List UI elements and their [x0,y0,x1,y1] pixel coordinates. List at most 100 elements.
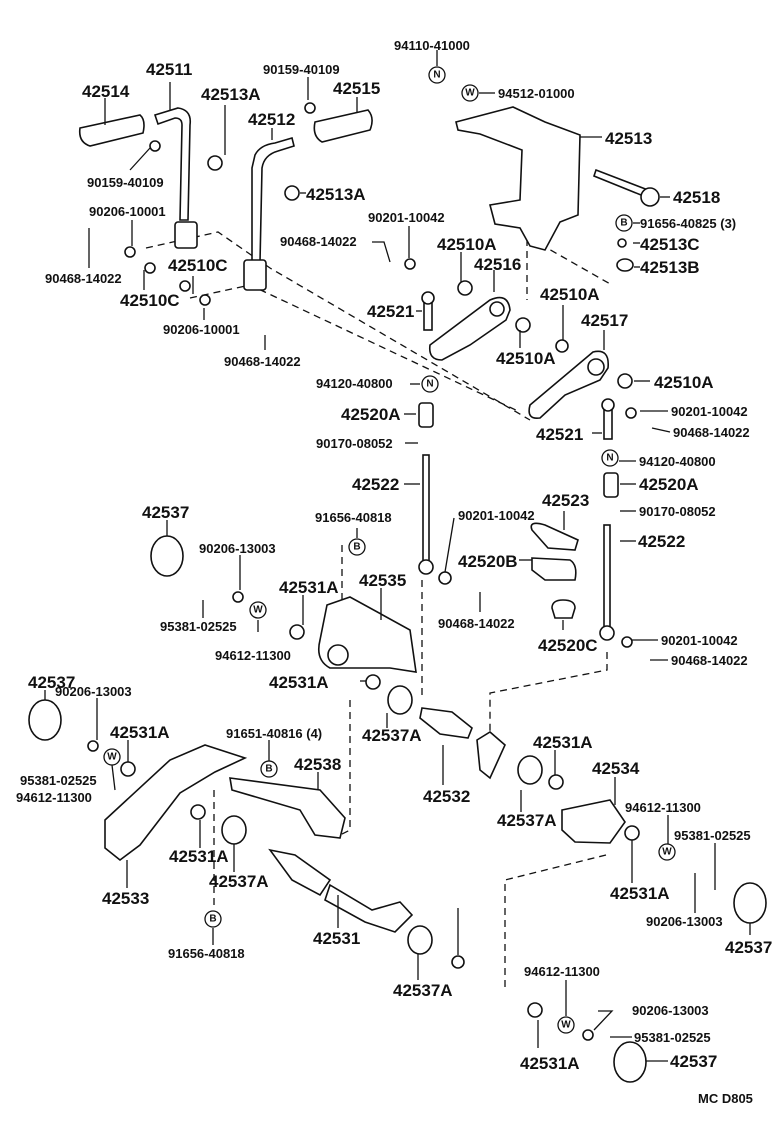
svg-text:B: B [265,764,272,775]
part-label: 42520C [538,636,598,655]
part-label: 42522 [352,475,399,494]
bolt-symbol: B [615,214,633,232]
part-label: 42537A [393,981,453,1000]
part-label: 42518 [673,188,720,207]
part-label: 42531A [169,847,229,866]
part-label: 90468-14022 [45,271,122,286]
part-label: 42516 [474,255,521,274]
nut-symbol: N [421,375,439,393]
washer-symbol: W [249,601,267,619]
part-42534 [561,799,626,844]
part-label: 90170-08052 [316,436,393,451]
part-label: 42512 [248,110,295,129]
part-42515 [313,109,373,143]
part-label: 42520A [639,475,699,494]
part-label: 90206-10001 [163,322,240,337]
part-42537A-d [407,925,433,955]
part-label: 42513A [306,185,366,204]
part-42537A-c [517,755,543,785]
part-label: 42531A [520,1054,580,1073]
part-label: 42510C [168,256,228,275]
part-label: 42537A [497,811,557,830]
part-label: 90201-10042 [368,210,445,225]
fasteners [87,102,640,1041]
part-labels: 94110-41000 94512-01000 42511 90159-4010… [16,38,772,1073]
part-42514 [78,114,145,147]
svg-text:W: W [662,847,672,858]
part-label: 42537A [362,726,422,745]
part-label: 95381-02525 [634,1030,711,1045]
svg-text:W: W [465,88,475,99]
part-label: 42517 [581,311,628,330]
part-label: 42515 [333,79,380,98]
part-label: 95381-02525 [160,619,237,634]
part-label: 90468-14022 [673,425,750,440]
svg-text:N: N [433,70,440,81]
washer-symbol: W [658,843,676,861]
part-label: 90206-10001 [89,204,166,219]
part-label: 90201-10042 [671,404,748,419]
part-label: 42521 [367,302,414,321]
part-label: 42531A [269,673,329,692]
part-label: 42523 [542,491,589,510]
part-42537-d [613,1041,647,1083]
part-label: 42511 [146,60,192,79]
part-label: 42538 [294,755,341,774]
part-label: 42510C [120,291,180,310]
part-42538 [229,777,346,839]
part-label: 42521 [536,425,583,444]
svg-text:N: N [426,379,433,390]
part-label: 90206-13003 [632,1003,709,1018]
part-label: 94512-01000 [498,86,575,101]
part-label: 42531 [313,929,360,948]
part-label: 94110-41000 [394,38,470,53]
svg-text:N: N [606,453,613,464]
part-42512-foot [243,259,267,291]
part-label: 42537 [142,503,189,522]
part-42532 [419,707,473,739]
part-42520A-b [603,472,619,498]
part-label: 90468-14022 [438,616,515,631]
part-label: 90468-14022 [224,354,301,369]
part-label: 90159-40109 [87,175,164,190]
symbol-markers: N W B N N B W W B B W W [103,66,676,1034]
part-42537-c [733,882,767,924]
part-label: 94612-11300 [16,790,92,805]
part-42537-a [150,535,184,577]
part-42531 [268,848,332,897]
svg-text:B: B [353,542,360,553]
part-label: 91656-40818 [315,510,392,525]
part-42520B [531,557,577,581]
part-42522-b [603,524,611,631]
part-42518 [593,168,649,199]
part-label: 42513C [640,235,700,254]
part-label: 42531A [610,884,670,903]
part-42511-foot [174,221,198,249]
washer-symbol: W [103,748,121,766]
part-label: 90201-10042 [661,633,738,648]
part-label: 94120-40800 [316,376,393,391]
washer-symbol: W [557,1016,575,1034]
part-label: 90159-40109 [263,62,340,77]
part-42512 [251,136,295,263]
svg-text:W: W [561,1020,571,1031]
part-label: 94120-40800 [639,454,716,469]
part-42511 [153,107,192,221]
part-label: 42537 [28,673,75,692]
part-label: 42520B [458,552,518,571]
part-label: 42510A [437,235,497,254]
bolt-symbol: B [204,910,222,928]
part-label: 42513 [605,129,652,148]
part-label: 42537 [725,938,772,957]
part-label: 90170-08052 [639,504,716,519]
part-label: 95381-02525 [674,828,751,843]
part-label: 42510A [496,349,556,368]
diagram-code: MC D805 [698,1091,753,1106]
part-label: 42510A [654,373,714,392]
part-42523 [530,522,579,551]
part-label: 91656-40818 [168,946,245,961]
svg-text:B: B [620,218,627,229]
washer-symbol: W [461,84,479,102]
part-label: 42531A [533,733,593,752]
